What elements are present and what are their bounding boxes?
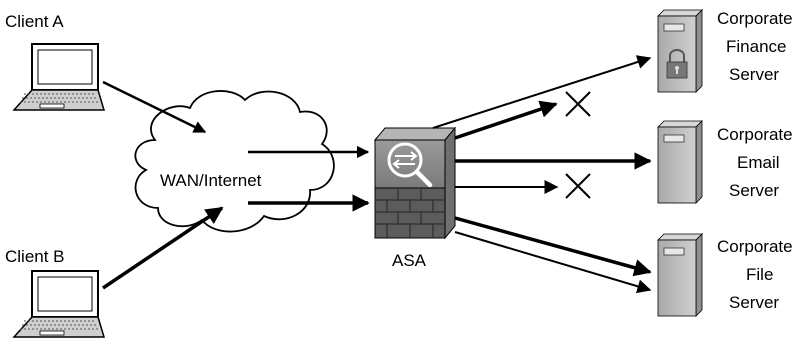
asa-label: ASA	[392, 251, 427, 270]
email-server-icon	[657, 120, 703, 204]
asa-firewall-icon	[373, 126, 457, 240]
email-server-label-line2: Email	[737, 153, 780, 172]
wan-cloud-icon	[134, 90, 335, 233]
finance-server-label-line1: Corporate	[717, 9, 793, 28]
flow-client-a-to-wan	[102, 80, 207, 134]
finance-server-label-line3: Server	[729, 65, 779, 84]
wan-cloud-label: WAN/Internet	[160, 171, 262, 190]
flow-asa-to-file-b	[454, 231, 652, 294]
email-server-label-line1: Corporate	[717, 125, 793, 144]
file-server-icon	[657, 233, 703, 317]
email-server-label-line3: Server	[729, 181, 779, 200]
flow-asa-to-finance-blocked	[454, 100, 558, 140]
blocked-x-icon-email	[565, 173, 591, 199]
flow-asa-to-finance	[432, 55, 652, 129]
file-server-label-line3: Server	[729, 293, 779, 312]
file-server-label-line1: Corporate	[717, 237, 793, 256]
client-b-laptop-icon	[12, 270, 106, 338]
flow-asa-to-file-a	[454, 216, 652, 277]
blocked-x-icon-finance	[565, 91, 591, 117]
client-a-laptop-icon	[12, 43, 106, 111]
file-server-label-line2: File	[746, 265, 773, 284]
finance-server-icon	[657, 9, 703, 93]
client-b-label: Client B	[5, 247, 65, 266]
finance-server-label-line2: Finance	[726, 37, 786, 56]
client-a-label: Client A	[5, 12, 64, 31]
flow-client-b-to-wan	[102, 206, 224, 290]
